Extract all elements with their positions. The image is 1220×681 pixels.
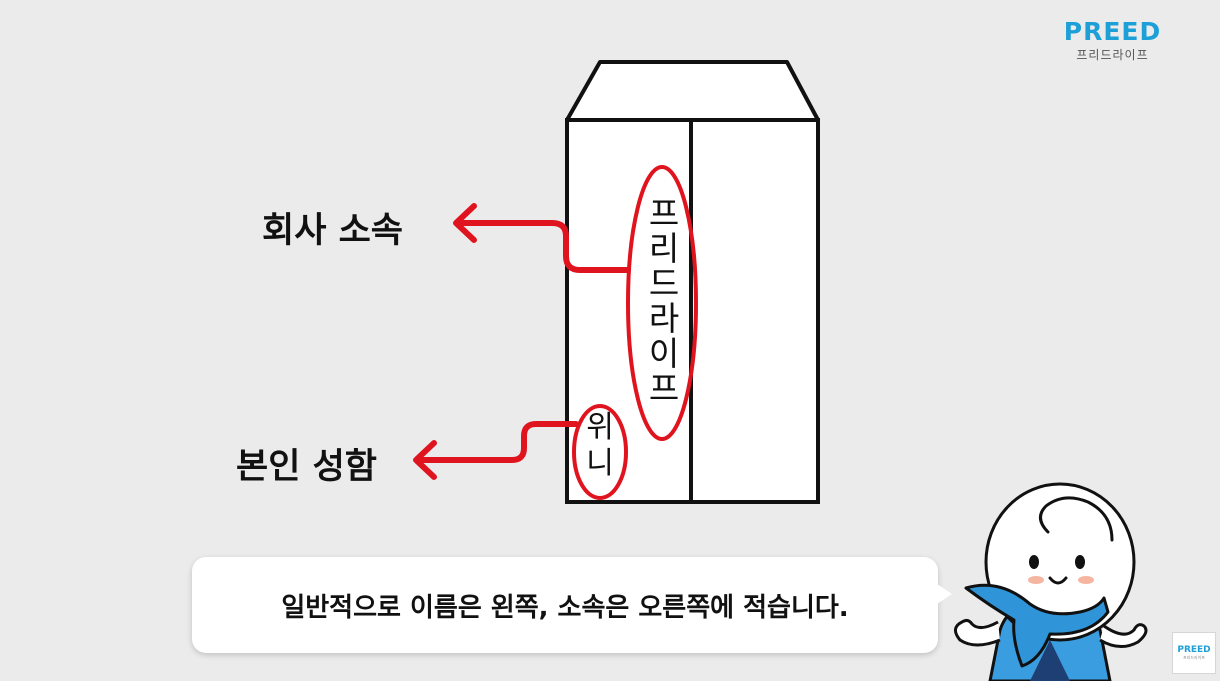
- envelope-top-flap: [565, 60, 820, 122]
- name-highlight-oval: [572, 404, 628, 500]
- corner-logo-subtitle: 프리드라이프: [1182, 655, 1206, 660]
- company-highlight-oval: [626, 165, 698, 441]
- corner-logo-wordmark: PREED: [1177, 645, 1211, 655]
- envelope: [565, 60, 820, 504]
- name-label: 본인 성함: [236, 447, 377, 487]
- corner-logo-badge: PREED 프리드라이프: [1172, 632, 1216, 674]
- caption-text: 일반적으로 이름은 왼쪽, 소속은 오른쪽에 적습니다.: [281, 593, 849, 623]
- company-label: 회사 소속: [262, 211, 403, 251]
- logo-subtitle: 프리드라이프: [1076, 48, 1149, 62]
- company-arrow-line: [455, 220, 631, 273]
- envelope-company-text: 프리드라이프: [648, 194, 680, 408]
- logo-wordmark: PREED: [1063, 17, 1162, 46]
- brand-logo: PREED 프리드라이프: [1050, 16, 1175, 62]
- caption-tail: [934, 582, 952, 606]
- envelope-name-text: 위니: [586, 410, 614, 481]
- arrow-left-icon: [453, 203, 477, 243]
- name-arrow-line: [414, 421, 579, 463]
- caption-box: 일반적으로 이름은 왼쪽, 소속은 오른쪽에 적습니다.: [192, 557, 938, 653]
- arrow-left-icon: [413, 440, 437, 480]
